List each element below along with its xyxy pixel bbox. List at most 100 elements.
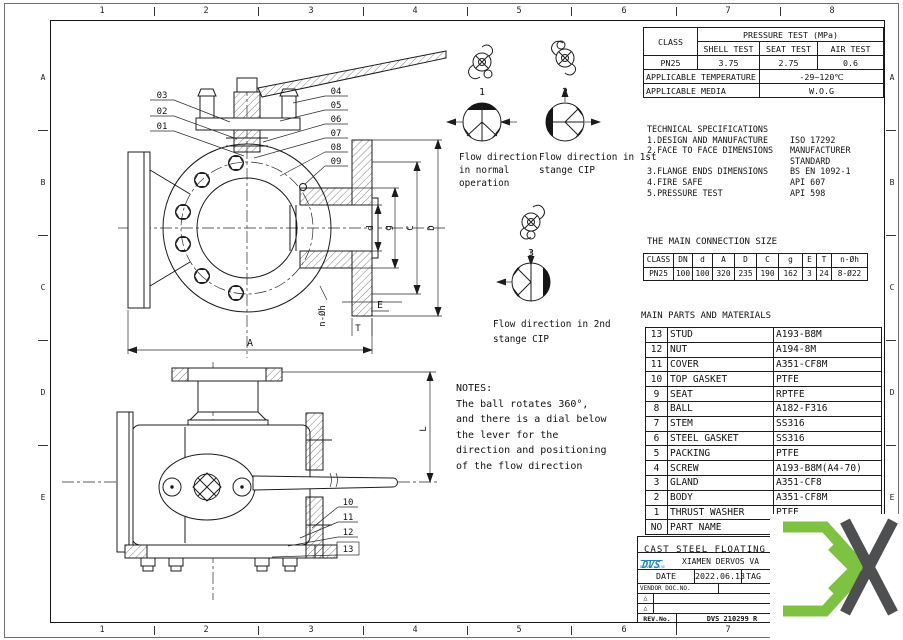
ruler-tick xyxy=(571,626,573,635)
tag-label: TAG xyxy=(746,571,761,581)
top-view: 03 02 01 04 05 06 07 08 09 xyxy=(118,50,447,358)
x-watermark-logo xyxy=(770,514,903,640)
svg-text:11: 11 xyxy=(343,513,354,523)
ruler-top-7: 7 xyxy=(725,6,731,16)
dvs-logo-subtext: DERVOS VALVE xyxy=(640,565,666,569)
svg-text:03: 03 xyxy=(157,91,168,101)
notes-line: of the flow direction xyxy=(456,460,583,472)
ruler-bottom-5: 5 xyxy=(516,625,522,635)
ruler-tick xyxy=(676,626,678,635)
air-test-header: AIR TEST xyxy=(817,41,884,56)
callouts-right: 04 05 06 07 08 09 xyxy=(253,87,348,185)
svg-text:1: 1 xyxy=(479,87,485,98)
ruler-bottom-2: 2 xyxy=(203,625,209,635)
svg-text:T: T xyxy=(355,324,361,334)
vendor-doc-label: VENDOR DOC.NO. xyxy=(638,584,719,593)
temperature-label: APPLICABLE TEMPERATURE xyxy=(643,69,760,84)
svg-text:05: 05 xyxy=(331,101,342,111)
dim-A: A xyxy=(127,310,373,354)
spec-name: 5.PRESSURE TEST xyxy=(647,187,723,198)
svg-text:d: d xyxy=(366,225,376,230)
ruler-top-2: 2 xyxy=(203,6,209,16)
ruler-bottom-1: 1 xyxy=(99,625,105,635)
temperature-value: -29~120℃ xyxy=(759,69,884,84)
svg-text:Flow direction in 1st: Flow direction in 1st xyxy=(539,152,657,163)
svg-text:09: 09 xyxy=(331,157,342,167)
ruler-tick xyxy=(38,235,48,237)
svg-text:L: L xyxy=(419,426,429,431)
spec-name: 3.FLANGE ENDS DIMENSIONS xyxy=(647,166,769,177)
ruler-tick xyxy=(154,626,156,635)
svg-text:stange CIP: stange CIP xyxy=(493,334,549,345)
shell-test-value: 3.75 xyxy=(697,55,760,70)
warning-triangle-icon: △ xyxy=(638,594,654,603)
ruler-bottom-6: 6 xyxy=(621,625,627,635)
svg-text:C: C xyxy=(406,225,416,230)
revision-row-2: △ xyxy=(638,604,885,614)
media-label: APPLICABLE MEDIA xyxy=(643,83,760,98)
lever-position-glyph xyxy=(551,40,577,76)
bolt xyxy=(175,204,191,220)
svg-text:operation: operation xyxy=(459,178,509,189)
drawing-frame xyxy=(50,20,885,623)
svg-text:stange CIP: stange CIP xyxy=(539,165,595,176)
ruler-top-6: 6 xyxy=(621,6,627,16)
ruler-tick xyxy=(780,7,782,16)
spec-value: MANUFACTURER xyxy=(790,145,851,156)
dims-flange: n-Øh E T xyxy=(317,285,402,336)
seat-test-value: 2.75 xyxy=(759,55,818,70)
vendor-row: VENDOR DOC.NO. xyxy=(638,584,885,594)
flow-symbol-2: 2 xyxy=(545,40,601,142)
dims-right: d g C D xyxy=(352,139,442,317)
ruler-tick xyxy=(676,7,678,16)
spec-name xyxy=(647,156,790,167)
bottom-bolts xyxy=(140,557,298,572)
date-row: DATE 2022.06.13 TAG xyxy=(638,570,885,584)
ruler-bottom-3: 3 xyxy=(308,625,314,635)
ruler-left-c: C xyxy=(40,283,46,292)
ruler-tick xyxy=(467,7,469,16)
svg-text:02: 02 xyxy=(157,107,168,117)
ruler-top-4: 4 xyxy=(412,6,418,16)
ruler-right-d: D xyxy=(889,388,895,397)
ruler-top-1: 1 xyxy=(99,6,105,16)
ruler-tick xyxy=(363,626,365,635)
ruler-tick xyxy=(258,626,260,635)
ruler-tick xyxy=(38,340,48,342)
date-value: 2022.06.13 xyxy=(695,570,745,583)
class-value: PN25 xyxy=(643,55,698,70)
svg-text:13: 13 xyxy=(343,545,354,555)
ruler-tick xyxy=(571,7,573,16)
spec-value: API 598 xyxy=(790,187,826,198)
outer-border xyxy=(4,3,899,638)
connection-size-title: THE MAIN CONNECTION SIZE xyxy=(647,237,778,247)
ruler-top-3: 3 xyxy=(308,6,314,16)
specs-title: TECHNICAL SPECIFICATIONS xyxy=(647,124,769,134)
ruler-tick xyxy=(467,626,469,635)
svg-text:04: 04 xyxy=(331,87,342,97)
svg-text:E: E xyxy=(377,300,383,311)
spec-name: 2.FACE TO FACE DIMENSIONS xyxy=(647,145,774,156)
svg-text:08: 08 xyxy=(331,143,342,153)
parts-title: MAIN PARTS AND MATERIALS xyxy=(641,311,772,321)
ruler-top-5: 5 xyxy=(516,6,522,16)
flow-labels: Flow direction in normal operation Flow … xyxy=(459,152,657,345)
svg-text:12: 12 xyxy=(343,528,354,538)
callouts-bottom: 10 11 12 13 xyxy=(271,498,360,558)
media-value: W.O.G xyxy=(759,83,884,98)
ruler-left-d: D xyxy=(40,388,46,397)
svg-text:g: g xyxy=(384,225,394,230)
ruler-right-c: C xyxy=(889,283,895,292)
